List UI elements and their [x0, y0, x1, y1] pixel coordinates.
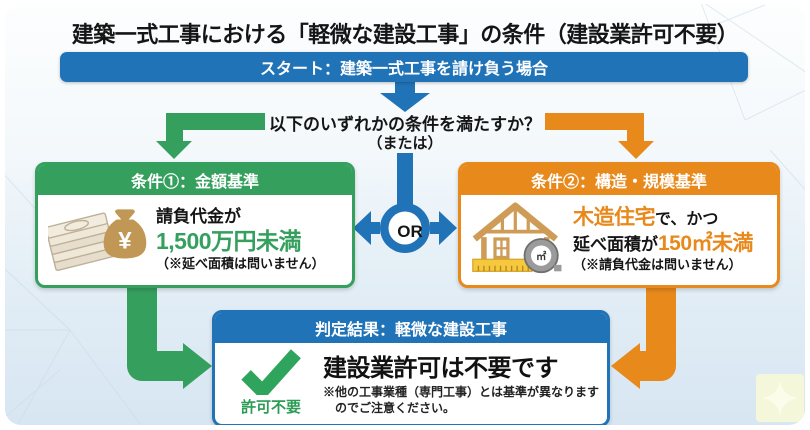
money-bag-symbol: ¥ [118, 227, 132, 254]
page-title: 建築一式工事における「軽微な建設工事」の条件（建設業許可不要） [71, 22, 739, 47]
condition1-box: 条件①：金額基準 ¥ [35, 162, 355, 288]
start-bar: スタート：建築一式工事を請け負う場合 [60, 52, 748, 82]
result-right-arrow [639, 282, 676, 381]
start-bar-label: スタート：建築一式工事を請け負う場合 [259, 61, 548, 78]
flowchart-arrows-layer [5, 4, 805, 425]
question-line1: 以下のいずれかの条件を満たすか？ [269, 115, 541, 134]
result-check-column: 許可不要 [229, 348, 313, 417]
result-note-line1: ※他の工事業種（専門工事）とは基準が異なります [323, 385, 600, 400]
condition2-text: 木造住宅で、かつ 延べ面積が150㎡未満 （※請負代金は問いません） [573, 205, 754, 274]
condition1-lead: 請負代金が [156, 206, 241, 226]
condition1-text: 請負代金が 1,500万円未満 （※延べ面積は問いません） [156, 206, 325, 272]
condition1-note: （※延べ面積は問いません） [156, 255, 325, 271]
or-label: OR [397, 222, 423, 241]
money-bag: ¥ [103, 209, 147, 259]
permit-not-required-badge: 許可不要 [240, 398, 301, 416]
condition1-highlight: 1,500万円未満 [156, 228, 302, 255]
condition2-highlight2: 150㎡未満 [658, 231, 754, 255]
result-note: ※他の工事業種（専門工事）とは基準が異なります のでご注意ください。 [323, 385, 599, 416]
result-left-arrow [127, 282, 184, 381]
or-left-arrow [353, 211, 380, 245]
mesh-background [5, 4, 805, 425]
tape-measure: ㎡ [523, 238, 562, 274]
condition2-box: 条件②：構造・規模基準 [458, 162, 780, 288]
condition1-header: 条件①：金額基準 [38, 165, 352, 195]
tape-measure-symbol: ㎡ [536, 250, 547, 263]
check-icon [241, 348, 301, 395]
condition2-note: （※請負代金は問いません） [573, 257, 742, 273]
condition2-text1: で、かつ [655, 210, 719, 228]
question-line2: （または） [367, 135, 443, 152]
start-down-arrow [380, 82, 430, 112]
or-connector-stem [397, 153, 413, 211]
branch-left-arrow [156, 113, 265, 159]
condition2-header: 条件②：構造・規模基準 [461, 165, 777, 195]
branch-right-arrow [545, 113, 654, 159]
sparkle-decoration [756, 374, 804, 422]
sparkle-icon [762, 380, 798, 416]
or-circle-face [388, 211, 422, 245]
result-headline: 建設業許可は不要です [323, 355, 559, 383]
condition2-highlight1: 木造住宅 [573, 205, 656, 229]
result-left-arrowhead [183, 343, 212, 389]
wooden-house-icon: ㎡ [472, 202, 562, 274]
condition2-text2: 延べ面積が [573, 234, 658, 254]
or-right-arrow [430, 211, 457, 245]
result-right-arrowhead [611, 343, 640, 389]
result-note-line2: のでご注意ください。 [335, 401, 456, 415]
result-box: 判定結果：軽微な建設工事 許可不要 建設業許可は不要です ※他の工事業種（専門工… [212, 310, 610, 425]
flowchart-panel: 建築一式工事における「軽微な建設工事」の条件（建設業許可不要） スタート：建築一… [5, 4, 805, 425]
result-text: 建設業許可は不要です ※他の工事業種（専門工事）とは基準が異なります のでご注意… [323, 348, 599, 416]
money-icon: ¥ [48, 209, 147, 272]
result-header: 判定結果：軽微な建設工事 [215, 313, 607, 343]
